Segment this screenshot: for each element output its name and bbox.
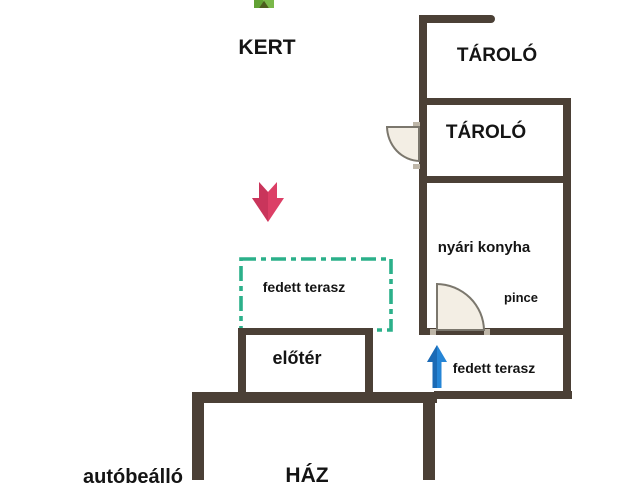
foyer-label: előtér [272, 348, 322, 368]
garden-label: KERT [238, 36, 296, 59]
wall-right-outer [563, 98, 571, 399]
wall-house-left [192, 392, 204, 480]
garden-terrace-dashed-rect [239, 257, 393, 332]
storage-lower-label: TÁROLÓ [445, 122, 527, 143]
entrance-terrace-label: fedett terasz [452, 360, 536, 376]
wall-foyer-top [238, 328, 373, 335]
wall-foyer-left [238, 328, 246, 392]
wall-storage-top [419, 15, 495, 23]
storage-door [386, 126, 420, 162]
garden-terrace-label: fedett terasz [262, 279, 346, 295]
garden-arrow-icon [254, 0, 274, 8]
entrance-arrow-icon [427, 345, 447, 388]
entrance-arrow-shade [427, 345, 437, 388]
garden-arrow-notch [259, 0, 269, 8]
summer-kitchen-label: nyári konyha [437, 239, 531, 256]
wall-house-right [423, 392, 435, 480]
storage-door-jamb-top [413, 122, 420, 127]
wall-storage-bottom [419, 176, 571, 183]
driveway-arrow-icon [252, 182, 284, 222]
wall-between-storages [419, 98, 571, 105]
cellar-label: pince [504, 290, 538, 305]
wall-entrance-terrace-bottom [434, 391, 572, 399]
driveway-arrow-shade [252, 182, 268, 222]
garden-terrace-outline [239, 257, 393, 332]
wall-storage-left [419, 15, 427, 335]
cellar-door [436, 283, 485, 331]
cellar-door-jamb-left [430, 329, 436, 335]
wall-house-top [192, 392, 437, 403]
house-label: HÁZ [285, 464, 329, 487]
wall-kitchen-bottom [419, 328, 571, 335]
carport-label: autóbeálló [82, 466, 184, 488]
wall-foyer-right [365, 328, 373, 392]
storage-upper-label: TÁROLÓ [456, 45, 538, 66]
storage-door-jamb-bottom [413, 164, 420, 169]
cellar-door-jamb-right [484, 329, 490, 335]
garden-arrow-shade [254, 0, 263, 8]
